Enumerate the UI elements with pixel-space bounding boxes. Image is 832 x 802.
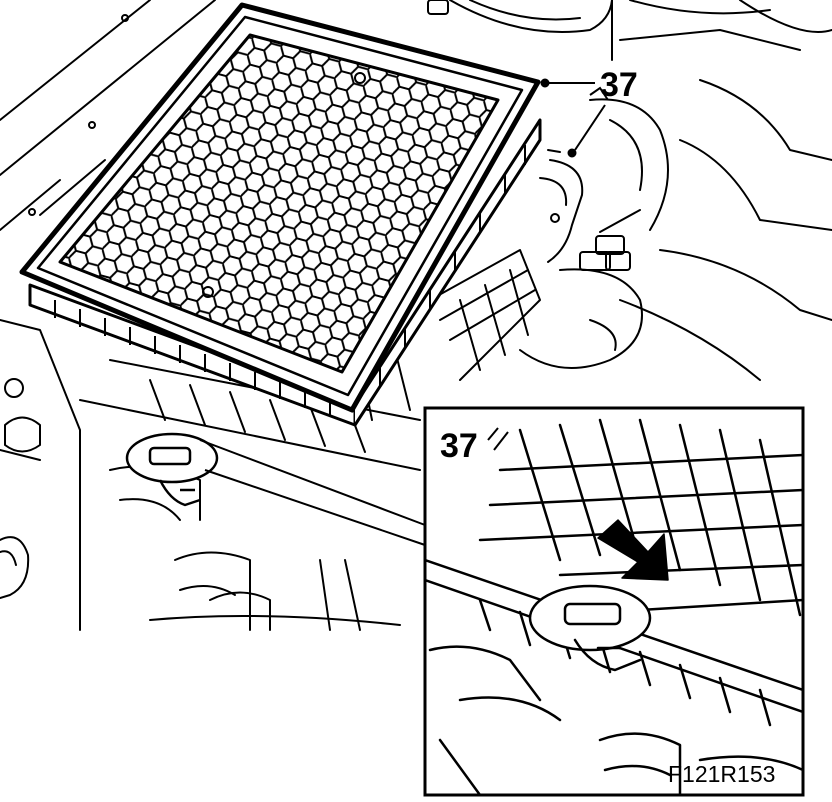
inset-leader-lines (199, 439, 426, 546)
callout-37-leaders (540, 78, 609, 158)
inset-callout-tick-marks (487, 427, 509, 451)
push-arrow-icon (597, 519, 669, 581)
callout-37-label: 37 (600, 66, 638, 104)
housing-clip-main (125, 432, 219, 507)
engine-bay-background (0, 0, 832, 631)
inset-detail-view: 37 F121R153 (423, 406, 805, 797)
inset-callout-37-label: 37 (440, 427, 478, 465)
inset-drawing (425, 418, 803, 795)
figure-code-label: F121R153 (668, 761, 775, 787)
